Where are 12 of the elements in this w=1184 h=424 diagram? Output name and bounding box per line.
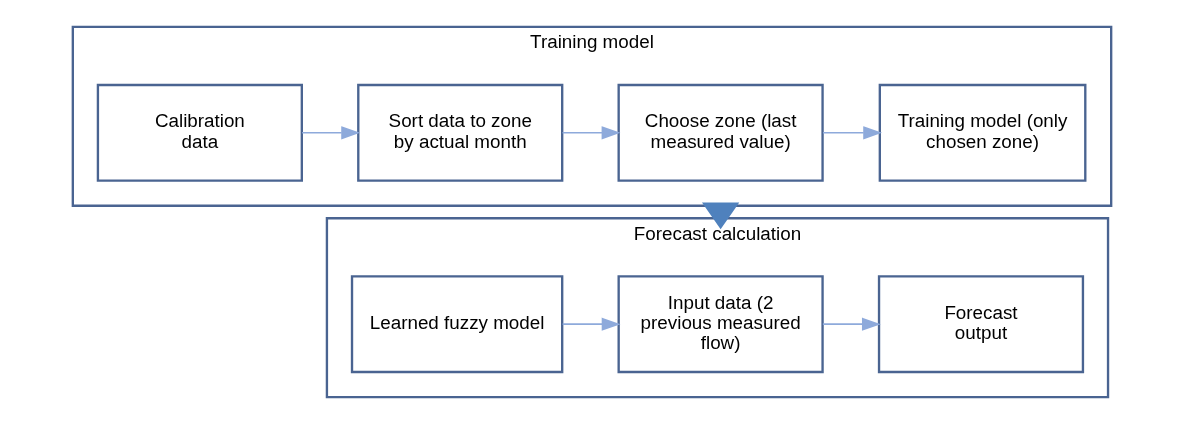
- node-box: Forecast output: [877, 275, 1085, 374]
- node-box: Learned fuzzy model: [350, 275, 564, 374]
- arrow: [561, 126, 621, 140]
- node-box: Sort data to zone by actual month: [357, 83, 564, 182]
- node-box: Choose zone (last measured value): [617, 83, 824, 182]
- arrow: [561, 317, 621, 331]
- node-box: Input data (2 previous measured flow): [617, 275, 824, 374]
- arrow: [822, 317, 881, 331]
- node-box: Calibration data: [96, 83, 303, 182]
- node-box: Training model (only chosen zone): [878, 83, 1087, 182]
- arrow: [301, 126, 361, 140]
- arrow: [822, 126, 883, 140]
